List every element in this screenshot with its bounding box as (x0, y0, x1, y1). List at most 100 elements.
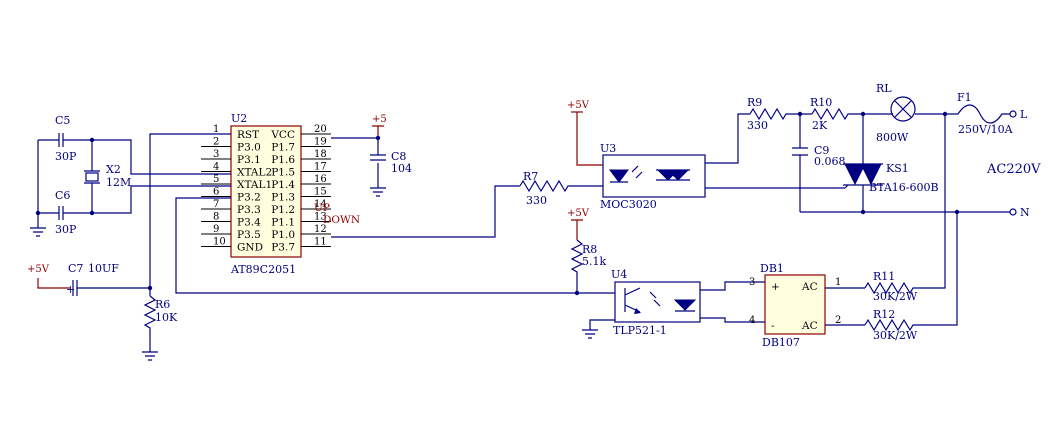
u4-optocoupler: U4 TLP521-1 (582, 268, 765, 339)
power-label-5v: +5V (567, 208, 590, 219)
u4-to-db1-wires (700, 281, 765, 323)
u2-pin-name: P3.2 (237, 192, 261, 204)
u2-pin-name: XTAL2 (237, 167, 272, 179)
u2-pin-number: 1 (213, 124, 219, 135)
r6-value: 10K (155, 311, 178, 324)
lamp-cross (894, 100, 912, 118)
junction-dot (89, 137, 95, 143)
u2-pin-number: 13 (314, 212, 327, 223)
triac-bars (843, 163, 883, 186)
junction-dot (375, 135, 381, 141)
u2-pin-number: 7 (213, 199, 219, 210)
led-icon (609, 169, 629, 183)
u2-right-pins: 20VCC19P1.718P1.617P1.516P1.415P1.314P1.… (270, 124, 331, 254)
r8-supply (571, 219, 583, 240)
p10-drive-wire (331, 185, 520, 238)
u3-body (602, 154, 706, 198)
u2-pin-name: P1.7 (271, 142, 295, 154)
u2-pin-number: 3 (213, 149, 219, 160)
terminal-l-label: L (1020, 108, 1028, 121)
c8-symbol (370, 154, 386, 161)
u2-pin-name: P3.0 (237, 142, 261, 154)
c9-symbol (792, 147, 808, 156)
u2-pin-number: 19 (314, 137, 327, 148)
crystal-wires (37, 139, 231, 214)
u2-pin-name: P1.1 (271, 217, 295, 229)
c7-ref: C7 (68, 262, 83, 275)
u2-pin-number: 17 (314, 162, 327, 173)
db1-ref: DB1 (760, 262, 784, 275)
u3-supply-lead (576, 112, 603, 166)
u2-pin-number: 5 (213, 174, 219, 185)
junction-dot (574, 290, 580, 296)
power-label-5v: +5V (27, 264, 50, 275)
db1-pin-2: 2 (835, 315, 841, 326)
phototransistor-icon (624, 287, 641, 313)
u2-pin-number: 14 (314, 199, 327, 210)
db1-ac-label: AC (801, 281, 818, 293)
decoupling-section: +5 C8 104 (331, 114, 412, 197)
u2-pin-name: XTAL1 (237, 179, 272, 191)
emitter-arrow (634, 308, 641, 314)
x2-value: 12M (106, 176, 131, 189)
gate-wire (705, 184, 849, 189)
c7-polarity: + (66, 283, 75, 296)
u2-pin-name: GND (237, 242, 263, 254)
u2-pin-name: P1.6 (271, 154, 295, 166)
rl-ref: RL (876, 82, 892, 95)
u2-pin-number: 2 (213, 137, 219, 148)
r11-ref: R11 (873, 270, 895, 283)
db1-part: DB107 (762, 336, 800, 349)
c6-value: 30P (55, 223, 77, 236)
power-stage: R9 330 R10 2K C9 0.068 RL 800W KS1 BTA16… (705, 82, 1041, 219)
ground-symbol (370, 187, 386, 197)
junction-dot (89, 210, 95, 216)
c5-ref: C5 (55, 114, 70, 127)
r10-value: 2K (812, 119, 828, 132)
r12-symbol (864, 212, 958, 332)
ks1-part: BTA16-600B (869, 181, 939, 194)
db1-plus-label: + (771, 281, 780, 293)
vcc-wire (331, 137, 379, 188)
db1-pin-1: 1 (835, 277, 841, 288)
u2-pin-number: 4 (213, 162, 219, 173)
terminal-n-icon (1009, 208, 1017, 216)
sense-resistors: R11 30K/2W R12 30K/2W (864, 114, 958, 342)
r11-symbol (864, 114, 946, 295)
r7-ref: R7 (523, 170, 538, 183)
c8-value: 104 (391, 162, 412, 175)
db1-output-wires (825, 287, 865, 326)
u4-ref: U4 (611, 268, 627, 281)
db1-minus-label: - (771, 320, 775, 332)
junction-dot (147, 285, 153, 291)
x2-body (85, 172, 99, 182)
u2-pin-name: VCC (270, 129, 295, 141)
u2-body (230, 125, 302, 258)
c6-ref: C6 (55, 189, 70, 202)
u3-optotriac: +5V U3 MOC3020 (567, 100, 706, 211)
net-label-up: UP (314, 202, 330, 214)
rl-value: 800W (876, 131, 909, 144)
u2-pin-name: P1.0 (271, 229, 295, 241)
c9-ref: C9 (814, 144, 829, 157)
u2-pin-number: 16 (314, 174, 327, 185)
u2-pin-number: 20 (314, 124, 327, 135)
light-arrows-icon (631, 165, 643, 179)
r8-value: 5.1k (582, 255, 606, 268)
r10-ref: R10 (810, 96, 832, 109)
r8-resistor: +5V R8 5.1k (567, 208, 606, 296)
r8-ref: R8 (582, 243, 597, 256)
db1-pin-4: 4 (749, 315, 755, 326)
c5-value: 30P (55, 150, 77, 163)
r7-value: 330 (526, 194, 547, 207)
c6-symbol (58, 206, 64, 220)
r7-resistor: R7 330 (519, 170, 603, 207)
r11-value: 30K/2W (873, 290, 918, 303)
light-arrows-icon (649, 291, 661, 307)
u2-pin-number: 11 (314, 237, 327, 248)
u2-pin-name: RST (237, 129, 259, 141)
u3-to-r9-wire (705, 113, 750, 164)
r7-symbol (519, 179, 603, 193)
